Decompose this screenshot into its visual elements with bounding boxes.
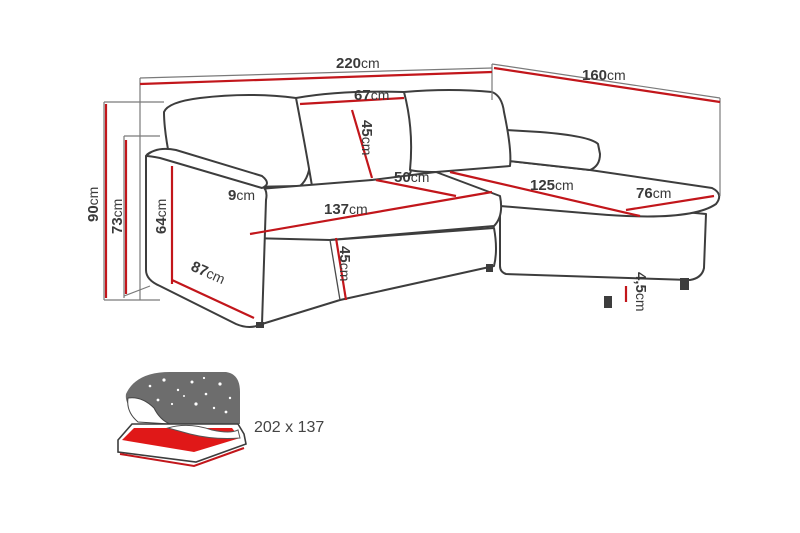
sofa-foot-back [486, 264, 493, 272]
bed-dimension-line [119, 447, 245, 468]
label-depth: 87cm [188, 258, 227, 288]
dim-line-back-cushion-height [350, 109, 374, 179]
label-seat-depth: 50cm [394, 169, 429, 186]
dimension-labels: 220cm 160cm 67cm 45cm 90cm 73cm 64cm 9cm… [85, 55, 671, 312]
dim-line-depth [171, 279, 255, 319]
sofa-front-base [247, 227, 497, 325]
back-cushion-right [403, 89, 512, 173]
dim-line-seat-depth [375, 178, 457, 198]
label-back-cushion-height: 45cm [358, 120, 375, 155]
label-backrest-height: 73cm [109, 199, 126, 234]
label-chaise-width: 76cm [636, 185, 671, 202]
label-armrest-width: 9cm [228, 187, 255, 204]
chaise-foot-left [604, 296, 612, 308]
label-seat-height: 45cm [336, 246, 353, 281]
dim-line-seat-height [334, 237, 348, 301]
sleeping-area-label: 202 x 137 [254, 419, 324, 436]
sofa-foot [256, 322, 264, 328]
dim-line-seat-width [249, 190, 493, 236]
dim-line-chaise-seat-length [449, 170, 641, 218]
front-base-crease [329, 239, 341, 301]
label-leg-height: 4,5cm [632, 272, 649, 312]
label-total-width: 220cm [336, 55, 380, 72]
dimension-lines [104, 66, 721, 319]
dim-line-chaise-length [493, 66, 721, 104]
label-seat-width: 137cm [324, 201, 368, 218]
label-total-height: 90cm [85, 187, 102, 222]
label-back-cushion-width: 67cm [354, 87, 389, 104]
label-chaise-seat-length: 125cm [530, 177, 574, 194]
chaise-seat-cushion [435, 159, 721, 218]
corner-sofa-drawing [145, 89, 721, 328]
chaise-foot-right [680, 278, 689, 290]
guide-lines [103, 63, 721, 301]
pillow [166, 424, 241, 439]
dim-line-chaise-width [625, 194, 715, 212]
dim-line-back-cushion-width [299, 96, 405, 106]
left-armrest-top [145, 147, 268, 189]
chaise-back [499, 111, 601, 171]
dim-line-total-width [139, 70, 493, 86]
stars-icon [143, 376, 232, 414]
bed-night-icon [117, 372, 247, 468]
moon-icon [127, 397, 171, 425]
label-armrest-height: 64cm [153, 199, 170, 234]
label-chaise-length: 160cm [582, 67, 626, 84]
